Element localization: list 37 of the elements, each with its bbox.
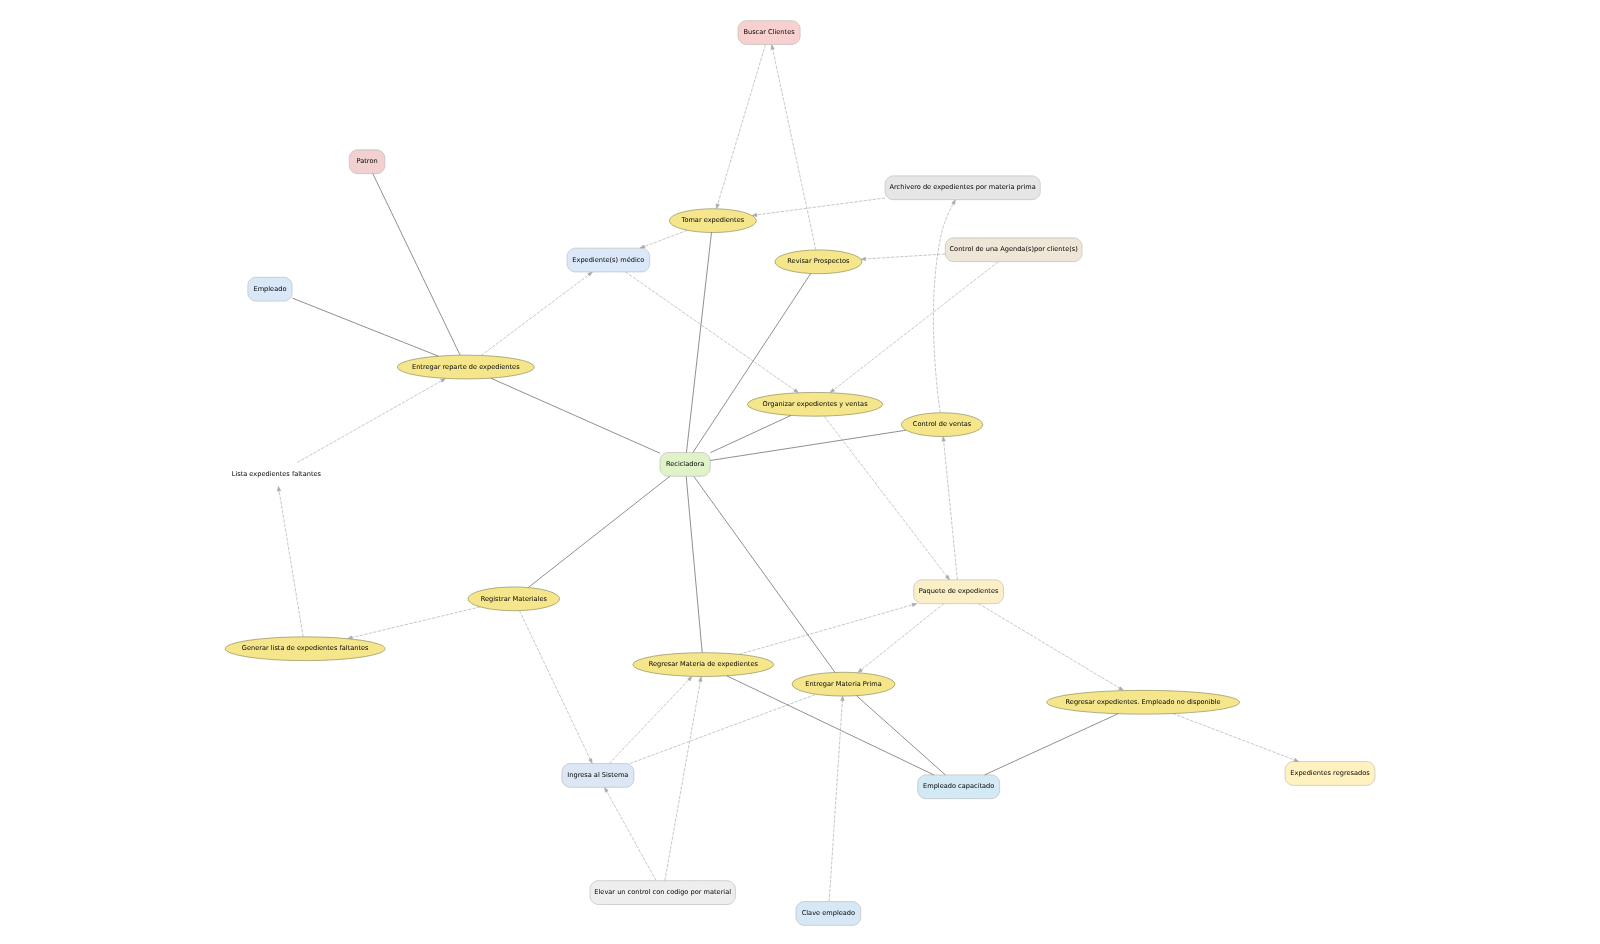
connector — [984, 712, 1119, 775]
arrow — [664, 675, 703, 880]
connector — [856, 694, 946, 775]
arrow — [829, 260, 999, 392]
connector — [685, 474, 703, 652]
connector — [726, 674, 934, 775]
connector — [693, 475, 836, 672]
arrow — [751, 196, 886, 216]
connector — [490, 376, 661, 453]
arrow — [481, 270, 593, 355]
arrow — [715, 43, 766, 208]
connector — [710, 414, 792, 452]
connector — [686, 231, 712, 452]
connector — [372, 172, 461, 355]
arrow — [933, 198, 956, 412]
arrow — [519, 609, 593, 763]
arrow — [860, 252, 946, 260]
arrow — [941, 435, 958, 580]
arrow — [604, 786, 657, 880]
connector — [528, 475, 671, 587]
arrow — [297, 377, 446, 462]
connector — [709, 428, 907, 460]
connector — [292, 296, 439, 356]
arrow — [823, 415, 950, 580]
arrow — [770, 43, 817, 250]
arrow — [609, 675, 693, 763]
arrow — [625, 270, 799, 393]
arrow — [978, 602, 1124, 690]
connector — [629, 692, 817, 763]
arrow — [828, 694, 845, 901]
arrow — [1172, 712, 1300, 761]
arrow — [739, 602, 918, 654]
arrow — [639, 228, 688, 248]
arrow — [277, 485, 304, 637]
arrow — [347, 605, 481, 639]
connector — [692, 272, 811, 452]
arrow — [857, 602, 945, 672]
